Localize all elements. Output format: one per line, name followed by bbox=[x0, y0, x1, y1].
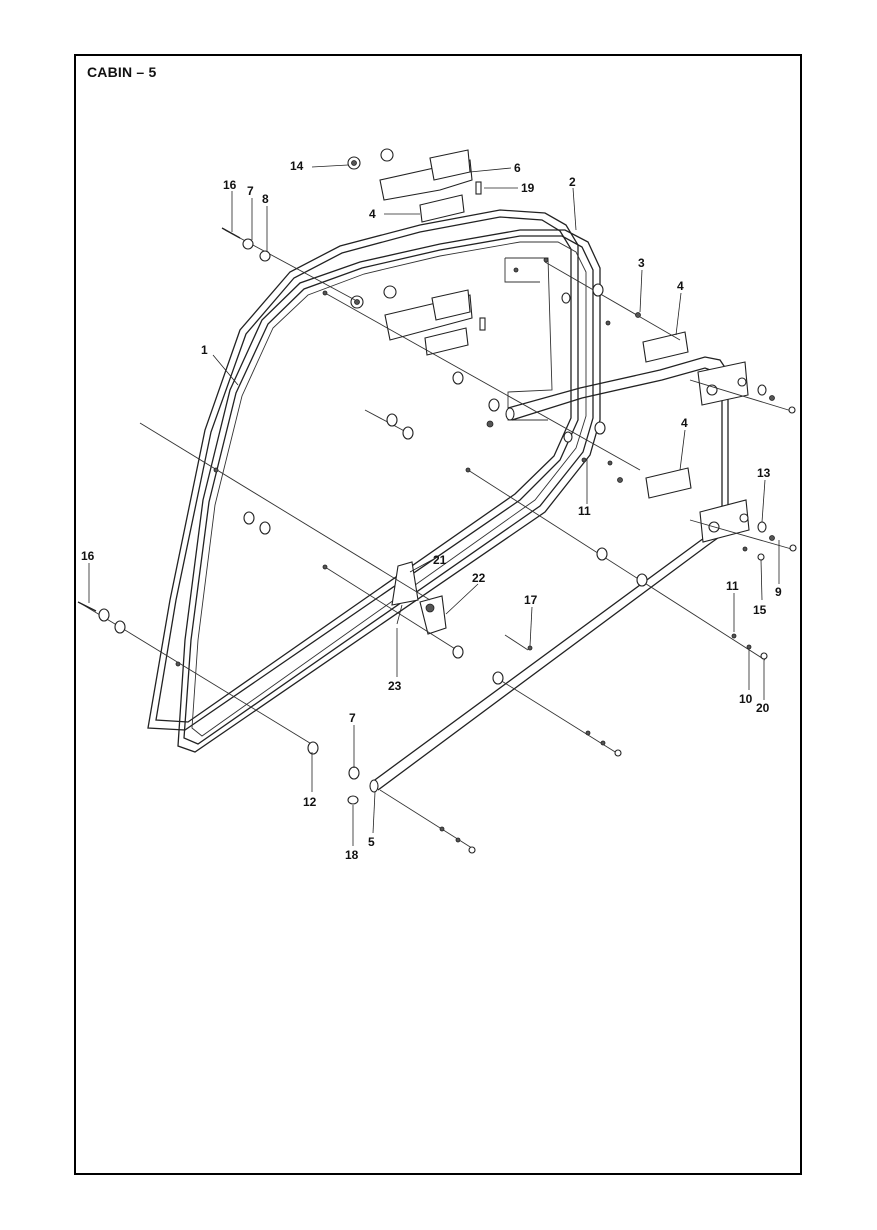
callout-14: 14 bbox=[290, 159, 304, 173]
door-frame-outer bbox=[147, 209, 579, 731]
callout-13: 13 bbox=[757, 466, 771, 480]
callout-20: 20 bbox=[756, 701, 770, 715]
callout-21: 21 bbox=[433, 553, 447, 567]
callout-10: 10 bbox=[739, 692, 753, 706]
callout-17: 17 bbox=[524, 593, 538, 607]
callout-23: 23 bbox=[388, 679, 402, 693]
callout-6: 6 bbox=[514, 161, 521, 175]
callout-1: 1 bbox=[201, 343, 208, 357]
page-title: CABIN – 5 bbox=[87, 64, 157, 80]
callout-19: 19 bbox=[521, 181, 535, 195]
callout-11a: 11 bbox=[578, 504, 591, 518]
callout-3: 3 bbox=[638, 256, 645, 270]
hinge-assemblies bbox=[347, 148, 486, 341]
callout-22: 22 bbox=[472, 571, 486, 585]
spacer-plates bbox=[419, 194, 692, 499]
callout-18: 18 bbox=[345, 848, 359, 862]
callout-12: 12 bbox=[303, 795, 317, 809]
rear-tube-frame bbox=[369, 356, 729, 793]
callout-7a: 7 bbox=[247, 184, 254, 198]
door-glass-frame bbox=[177, 229, 601, 753]
callout-16a: 16 bbox=[223, 178, 237, 192]
tube-mount-brackets bbox=[697, 361, 750, 543]
callout-2: 2 bbox=[569, 175, 576, 189]
diagram-border bbox=[74, 54, 802, 1175]
leader-lines bbox=[88, 164, 780, 846]
latch-assembly bbox=[391, 561, 447, 635]
callout-4b: 4 bbox=[677, 279, 684, 293]
callout-labels: 1 2 3 4 4 4 5 6 7 7 8 9 10 11 11 12 13 1… bbox=[81, 159, 782, 862]
callout-9: 9 bbox=[775, 585, 782, 599]
callout-4a: 4 bbox=[369, 207, 376, 221]
callout-7b: 7 bbox=[349, 711, 356, 725]
callout-4c: 4 bbox=[681, 416, 688, 430]
callout-16b: 16 bbox=[81, 549, 95, 563]
fasteners bbox=[77, 227, 797, 854]
callout-11b: 11 bbox=[726, 579, 739, 593]
callout-5: 5 bbox=[368, 835, 375, 849]
callout-8: 8 bbox=[262, 192, 269, 206]
callout-15: 15 bbox=[753, 603, 767, 617]
hinge-bracket-plate bbox=[504, 257, 553, 421]
